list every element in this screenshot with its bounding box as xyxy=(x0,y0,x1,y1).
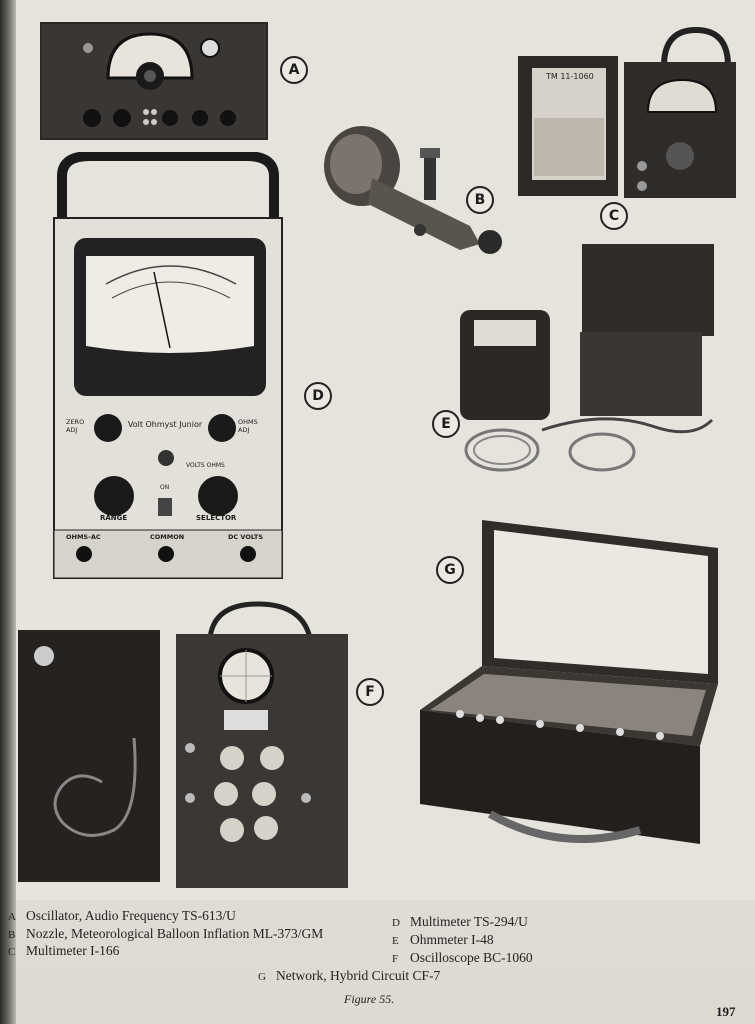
range-label: RANGE xyxy=(100,514,128,522)
caption-b-text: Nozzle, Meteorological Balloon Inflation… xyxy=(26,926,324,941)
common-label: COMMON xyxy=(150,533,185,541)
dc-volts-label: DC VOLTS xyxy=(228,533,264,541)
nozzle-illustration xyxy=(324,126,502,254)
oscillator-illustration xyxy=(40,22,268,140)
caption-b: B Nozzle, Meteorological Balloon Inflatio… xyxy=(8,926,323,942)
caption-d: D Multimeter TS-294/U xyxy=(392,914,528,930)
caption-e: E Ohmmeter I-48 xyxy=(392,932,494,948)
caption-c-letter: C xyxy=(8,946,16,958)
caption-g-letter: G xyxy=(258,971,266,983)
callout-f: F xyxy=(356,678,384,706)
caption-g: G Network, Hybrid Circuit CF-7 xyxy=(258,968,440,984)
callout-c-label: C xyxy=(608,208,620,224)
callout-d: D xyxy=(304,382,332,410)
ohmmeter-illustration xyxy=(460,244,714,472)
oscilloscope-illustration xyxy=(18,601,348,888)
callout-g-label: G xyxy=(444,562,456,578)
on-label: ON xyxy=(160,484,170,491)
multimeter-i166-illustration xyxy=(518,26,736,198)
page-number: 197 xyxy=(716,1004,736,1019)
zero-adj-label: ZERO ADJ xyxy=(66,418,85,434)
meter-brand: Volt Ohmyst Junior xyxy=(127,420,203,429)
callout-a-label: A xyxy=(288,62,300,78)
selector-label: SELECTOR xyxy=(196,514,237,522)
caption-f: F Oscilloscope BC-1060 xyxy=(392,950,533,966)
manual-tag: TM 11-1060 xyxy=(546,72,594,81)
caption-f-letter: F xyxy=(392,953,399,965)
caption-a-text: Oscillator, Audio Frequency TS-613/U xyxy=(26,908,236,923)
caption-d-text: Multimeter TS-294/U xyxy=(410,914,528,929)
page-binding xyxy=(0,0,16,1024)
ohms-ac-label: OHMS-AC xyxy=(66,533,101,541)
caption-b-letter: B xyxy=(8,929,16,941)
caption-a-letter: A xyxy=(8,911,16,923)
caption-g-text: Network, Hybrid Circuit CF-7 xyxy=(276,968,441,983)
callout-c: C xyxy=(600,202,628,230)
figure-label: Figure 55. xyxy=(344,992,395,1006)
hybrid-network-illustration xyxy=(420,520,718,844)
ohms-adj-label: OHMS ADJ xyxy=(238,418,258,434)
caption-e-text: Ohmmeter I-48 xyxy=(410,932,494,947)
multimeter-voltohmyst-illustration xyxy=(53,152,283,579)
callout-a: A xyxy=(280,56,308,84)
callout-f-label: F xyxy=(365,684,375,700)
callout-e: E xyxy=(432,410,460,438)
volts-ohms-label: VOLTS OHMS xyxy=(186,462,225,469)
callout-b-label: B xyxy=(474,192,486,208)
caption-f-text: Oscilloscope BC-1060 xyxy=(410,950,533,965)
caption-e-letter: E xyxy=(392,935,399,947)
callout-d-label: D xyxy=(312,388,324,404)
caption-a: A Oscillator, Audio Frequency TS-613/U xyxy=(8,908,236,924)
callout-g: G xyxy=(436,556,464,584)
caption-c: C Multimeter I-166 xyxy=(8,943,119,959)
caption-c-text: Multimeter I-166 xyxy=(26,943,120,958)
callout-b: B xyxy=(466,186,494,214)
caption-d-letter: D xyxy=(392,917,400,929)
callout-e-label: E xyxy=(441,416,451,432)
